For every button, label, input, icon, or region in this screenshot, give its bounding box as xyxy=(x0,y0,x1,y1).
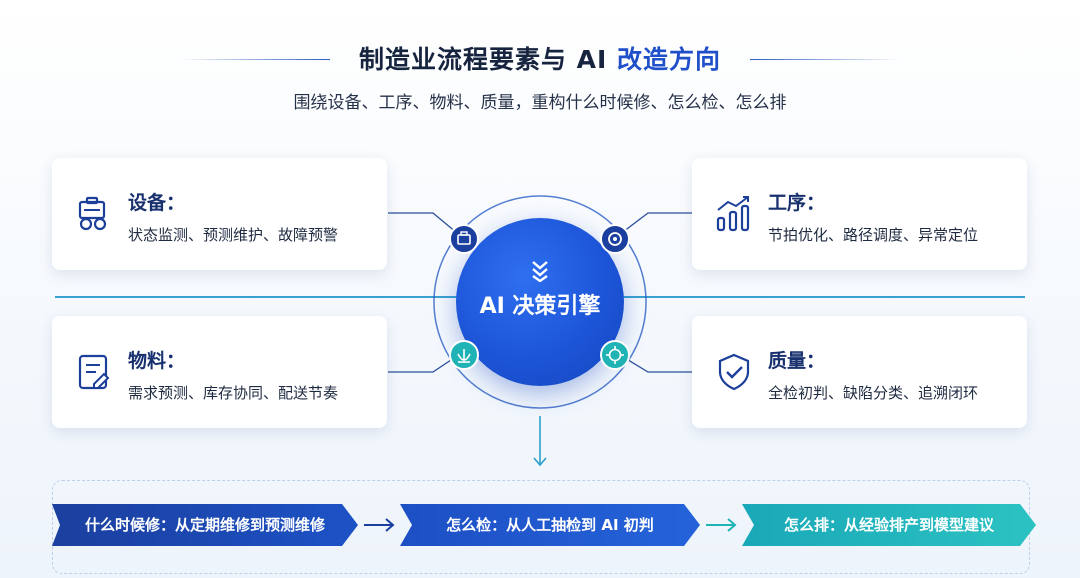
chevron-shape xyxy=(52,504,358,546)
ai-decision-engine-hub xyxy=(456,218,624,386)
target-node-icon xyxy=(600,224,630,254)
scan-node-icon xyxy=(600,340,630,370)
card-equipment-desc: 状态监测、预测维护、故障预警 xyxy=(128,226,339,244)
chevrons-down-icon xyxy=(532,261,548,282)
bar-chart-icon xyxy=(716,196,750,232)
flow-step-inspection: 怎么检：从人工抽检到 AI 初判 xyxy=(400,504,700,546)
card-equipment-title: 设备： xyxy=(128,192,186,214)
page-title: 制造业流程要素与 AI 改造方向 xyxy=(358,45,722,74)
card-material-title: 物料： xyxy=(128,350,186,372)
plant-node-icon xyxy=(449,340,479,370)
card-material: 物料： 需求预测、库存协同、配送节奏 xyxy=(52,316,387,428)
flow-step-maintenance: 什么时候修：从定期维修到预测维修 xyxy=(52,504,358,546)
node-process xyxy=(600,224,630,254)
card-process-desc: 节拍优化、路径调度、异常定位 xyxy=(768,226,979,244)
title-divider-right xyxy=(750,59,900,60)
title-divider-left xyxy=(180,59,330,60)
arrow-right-icon xyxy=(706,518,737,532)
flow-step-scheduling-label: 怎么排：从经验排产到模型建议 xyxy=(783,516,994,534)
title-row: 制造业流程要素与 AI 改造方向 xyxy=(0,40,1080,80)
document-edit-icon xyxy=(78,354,110,390)
node-equipment xyxy=(449,224,479,254)
card-quality-desc: 全检初判、缺陷分类、追溯闭环 xyxy=(768,384,979,402)
card-quality: 质量： 全检初判、缺陷分类、追溯闭环 xyxy=(692,316,1027,428)
toolbox-icon xyxy=(78,196,107,231)
card-process: 工序： 节拍优化、路径调度、异常定位 xyxy=(692,158,1027,270)
page-subtitle: 围绕设备、工序、物料、质量，重构什么时候修、怎么检、怎么排 xyxy=(293,93,787,113)
chevron-shape xyxy=(742,504,1036,546)
card-material-desc: 需求预测、库存协同、配送节奏 xyxy=(128,384,339,402)
arrow-right-icon xyxy=(364,518,395,532)
card-equipment: 设备： 状态监测、预测维护、故障预警 xyxy=(52,158,387,270)
flow-step-inspection-label: 怎么检：从人工抽检到 AI 初判 xyxy=(446,516,654,534)
down-arrow-icon xyxy=(533,416,547,467)
card-quality-title: 质量： xyxy=(768,350,826,372)
flow-step-maintenance-label: 什么时候修：从定期维修到预测维修 xyxy=(84,516,325,534)
node-quality xyxy=(600,340,630,370)
chevron-shape xyxy=(400,504,700,546)
node-material xyxy=(449,340,479,370)
flow-step-scheduling: 怎么排：从经验排产到模型建议 xyxy=(742,504,1036,546)
card-process-title: 工序： xyxy=(768,192,826,214)
shield-check-icon xyxy=(718,353,750,391)
hub-label: AI 决策引擎 xyxy=(479,294,601,319)
toolbox-node-icon xyxy=(449,224,479,254)
page-title-accent: 改造方向 xyxy=(617,45,722,74)
